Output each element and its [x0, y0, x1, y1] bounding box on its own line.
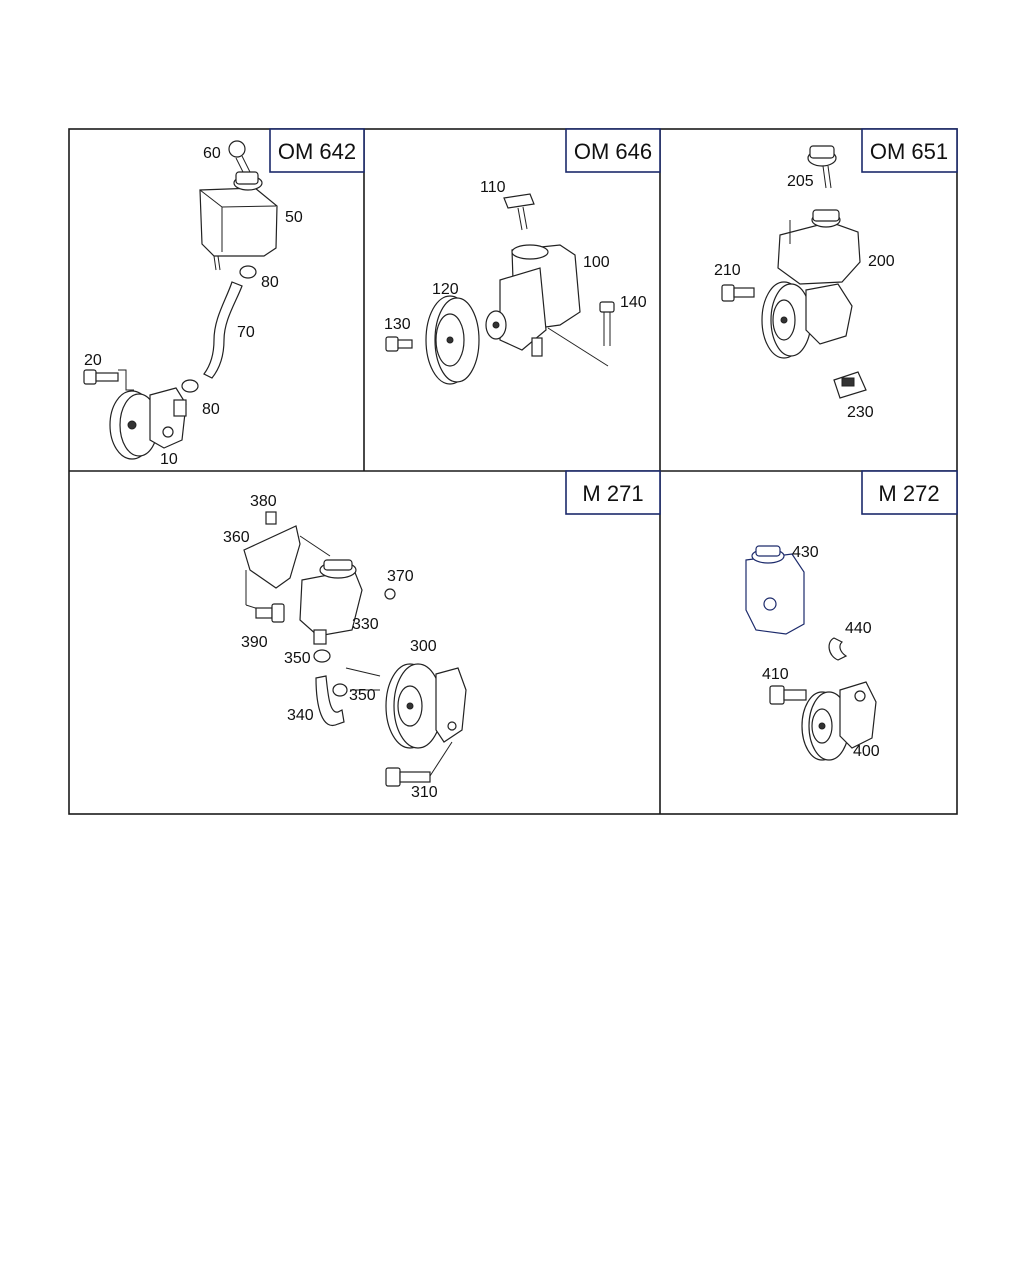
callout-label: 350 — [284, 650, 311, 667]
callout-label: 390 — [241, 634, 268, 651]
callouts-om642: 60 50 80 70 20 80 10 — [84, 145, 303, 468]
clamp-350-drawing — [313, 649, 331, 663]
callout-label: 80 — [261, 274, 279, 291]
callout-label: 60 — [203, 145, 221, 162]
callout-label: 360 — [223, 529, 250, 546]
bolt-130-drawing — [385, 336, 413, 352]
callout-label: 70 — [237, 324, 255, 341]
callout-label: 205 — [787, 173, 814, 190]
bolt-410-drawing — [769, 685, 807, 705]
callout-label: 140 — [620, 294, 647, 311]
callout-label: 350 — [349, 687, 376, 704]
panel-title-om651: OM 651 — [861, 128, 958, 173]
m271-drawing — [243, 511, 467, 787]
callouts-m271: 380 360 370 330 390 300 350 350 340 310 — [223, 493, 438, 801]
panel-title-om642: OM 642 — [269, 128, 365, 173]
bolt-390-drawing — [255, 603, 285, 623]
callout-label: 310 — [411, 784, 438, 801]
callout-label: 330 — [352, 616, 379, 633]
callout-label: 370 — [387, 568, 414, 585]
bracket-230-drawing — [833, 371, 867, 399]
panel-title-text: OM 646 — [574, 139, 652, 164]
callout-label: 120 — [432, 281, 459, 298]
reservoir-430-drawing — [745, 545, 805, 635]
callout-label: 110 — [480, 179, 506, 196]
clamp-80-drawing — [239, 265, 257, 279]
hose-340-drawing — [315, 675, 345, 727]
bolt-20-drawing — [83, 369, 134, 391]
m272-drawing — [745, 545, 877, 761]
reservoir-330-drawing — [299, 559, 363, 645]
pump-100-drawing — [485, 244, 581, 357]
callout-label: 230 — [847, 404, 874, 421]
screw-370-drawing — [384, 588, 396, 600]
pulley-120-drawing — [425, 295, 480, 385]
callout-label: 300 — [410, 638, 437, 655]
callout-label: 400 — [853, 743, 880, 760]
callout-label: 80 — [202, 401, 220, 418]
clamp-80b-drawing — [181, 379, 199, 393]
callouts-m272: 430 440 410 400 — [762, 544, 880, 760]
bolt-310-drawing — [385, 741, 453, 787]
om642-drawing — [83, 140, 278, 460]
pump-300-drawing — [385, 663, 467, 749]
pump-10-drawing — [109, 387, 187, 460]
callout-label: 200 — [868, 253, 895, 270]
callout-label: 340 — [287, 707, 314, 724]
hose-70-drawing — [203, 281, 243, 379]
bolt-60-drawing — [228, 140, 251, 175]
om651-drawing — [721, 145, 867, 399]
om646-drawing — [385, 193, 615, 385]
callout-label: 440 — [845, 620, 872, 637]
panel-title-text: M 272 — [878, 481, 939, 506]
callouts-om646: 110 100 120 140 130 — [384, 179, 647, 333]
pump-200-drawing — [761, 209, 861, 359]
callout-label: 410 — [762, 666, 789, 683]
callouts-om651: 205 210 200 230 — [714, 173, 895, 421]
callout-label: 130 — [384, 316, 411, 333]
cap-110-drawing — [503, 193, 535, 231]
callout-label: 20 — [84, 352, 102, 369]
reservoir-50-drawing — [199, 171, 278, 271]
panel-title-text: OM 642 — [278, 139, 356, 164]
callout-label: 100 — [583, 254, 610, 271]
bolt-140-drawing — [547, 301, 615, 367]
bolt-210-drawing — [721, 284, 755, 302]
clamp-350b-drawing — [332, 683, 348, 697]
panel-title-om646: OM 646 — [565, 128, 661, 173]
panel-title-m272: M 272 — [861, 470, 958, 515]
clip-380-drawing — [265, 511, 277, 525]
panel-title-m271: M 271 — [565, 470, 661, 515]
callout-label: 210 — [714, 262, 741, 279]
panel-title-text: OM 651 — [870, 139, 948, 164]
cap-205-drawing — [807, 145, 837, 189]
pump-400-drawing — [801, 681, 877, 761]
callout-label: 50 — [285, 209, 303, 226]
clip-440-drawing — [828, 637, 848, 661]
callout-label: 430 — [792, 544, 819, 561]
callout-label: 380 — [250, 493, 277, 510]
callout-label: 10 — [160, 451, 178, 468]
panel-title-text: M 271 — [582, 481, 643, 506]
